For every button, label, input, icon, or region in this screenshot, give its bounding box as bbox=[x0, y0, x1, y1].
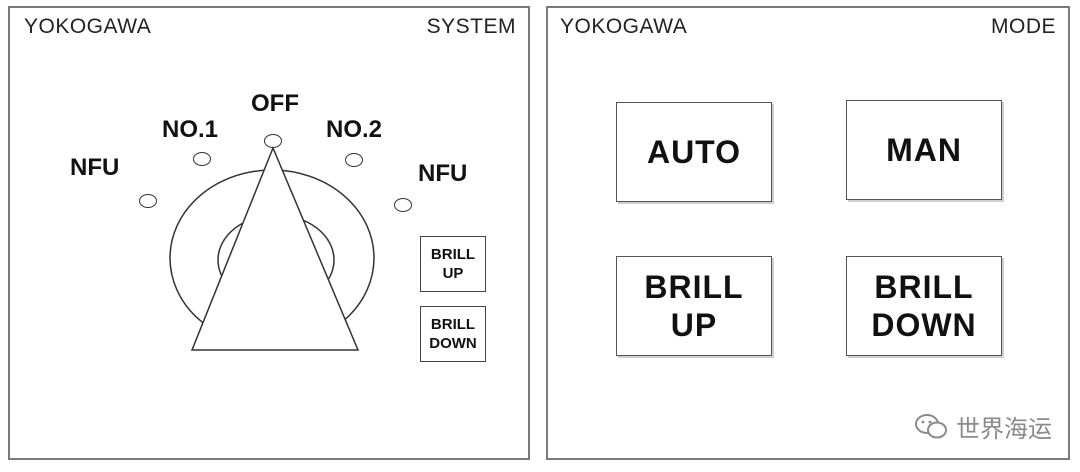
system-brill-up-button[interactable]: BRILL UP bbox=[420, 236, 486, 292]
mode-brand-label: YOKOGAWA bbox=[560, 15, 688, 38]
mode-brill-down-button[interactable]: BRILL DOWN bbox=[846, 256, 1002, 356]
indicator-lamp-no2 bbox=[345, 153, 363, 167]
system-brand-label: YOKOGAWA bbox=[24, 15, 152, 38]
position-label-no1: NO.1 bbox=[162, 116, 219, 143]
mode-brill-up-line2: UP bbox=[670, 307, 718, 343]
position-label-nfu-left: NFU bbox=[70, 154, 120, 181]
system-panel: YOKOGAWA SYSTEM NFU NO.1 OFF NO.2 NFU BR… bbox=[8, 6, 530, 460]
system-panel-title: SYSTEM bbox=[426, 15, 516, 38]
indicator-lamp-nfu-right bbox=[394, 198, 412, 212]
auto-button[interactable]: AUTO bbox=[616, 102, 772, 202]
system-brill-down-line1: BRILL bbox=[430, 316, 476, 333]
system-brill-up-line1: BRILL bbox=[430, 246, 476, 263]
watermark-text: 世界海运 bbox=[956, 416, 1052, 443]
system-selector-knob[interactable] bbox=[160, 128, 390, 368]
system-brill-down-button[interactable]: BRILL DOWN bbox=[420, 306, 486, 362]
position-label-off: OFF bbox=[251, 90, 299, 117]
system-brill-up-line2: UP bbox=[442, 265, 464, 282]
man-button-label: MAN bbox=[886, 132, 962, 168]
wechat-icon bbox=[915, 413, 947, 438]
system-brill-down-line2: DOWN bbox=[429, 335, 477, 352]
mode-brill-up-button[interactable]: BRILL UP bbox=[616, 256, 772, 356]
mode-panel: YOKOGAWA MODE AUTO MAN BRILL UP BRILL DO… bbox=[546, 6, 1070, 460]
auto-button-label: AUTO bbox=[646, 134, 742, 170]
position-label-nfu-right: NFU bbox=[418, 160, 468, 187]
knob-pointer-triangle bbox=[190, 146, 360, 351]
position-label-no2: NO.2 bbox=[326, 116, 383, 143]
mode-brill-up-line1: BRILL bbox=[644, 269, 744, 305]
indicator-lamp-no1 bbox=[193, 152, 211, 166]
man-button[interactable]: MAN bbox=[846, 100, 1002, 200]
watermark: 世界海运 bbox=[914, 409, 1052, 444]
indicator-lamp-nfu-left bbox=[139, 194, 157, 208]
mode-brill-down-line2: DOWN bbox=[871, 307, 977, 343]
mode-panel-title: MODE bbox=[991, 15, 1056, 38]
mode-brill-down-line1: BRILL bbox=[874, 269, 974, 305]
